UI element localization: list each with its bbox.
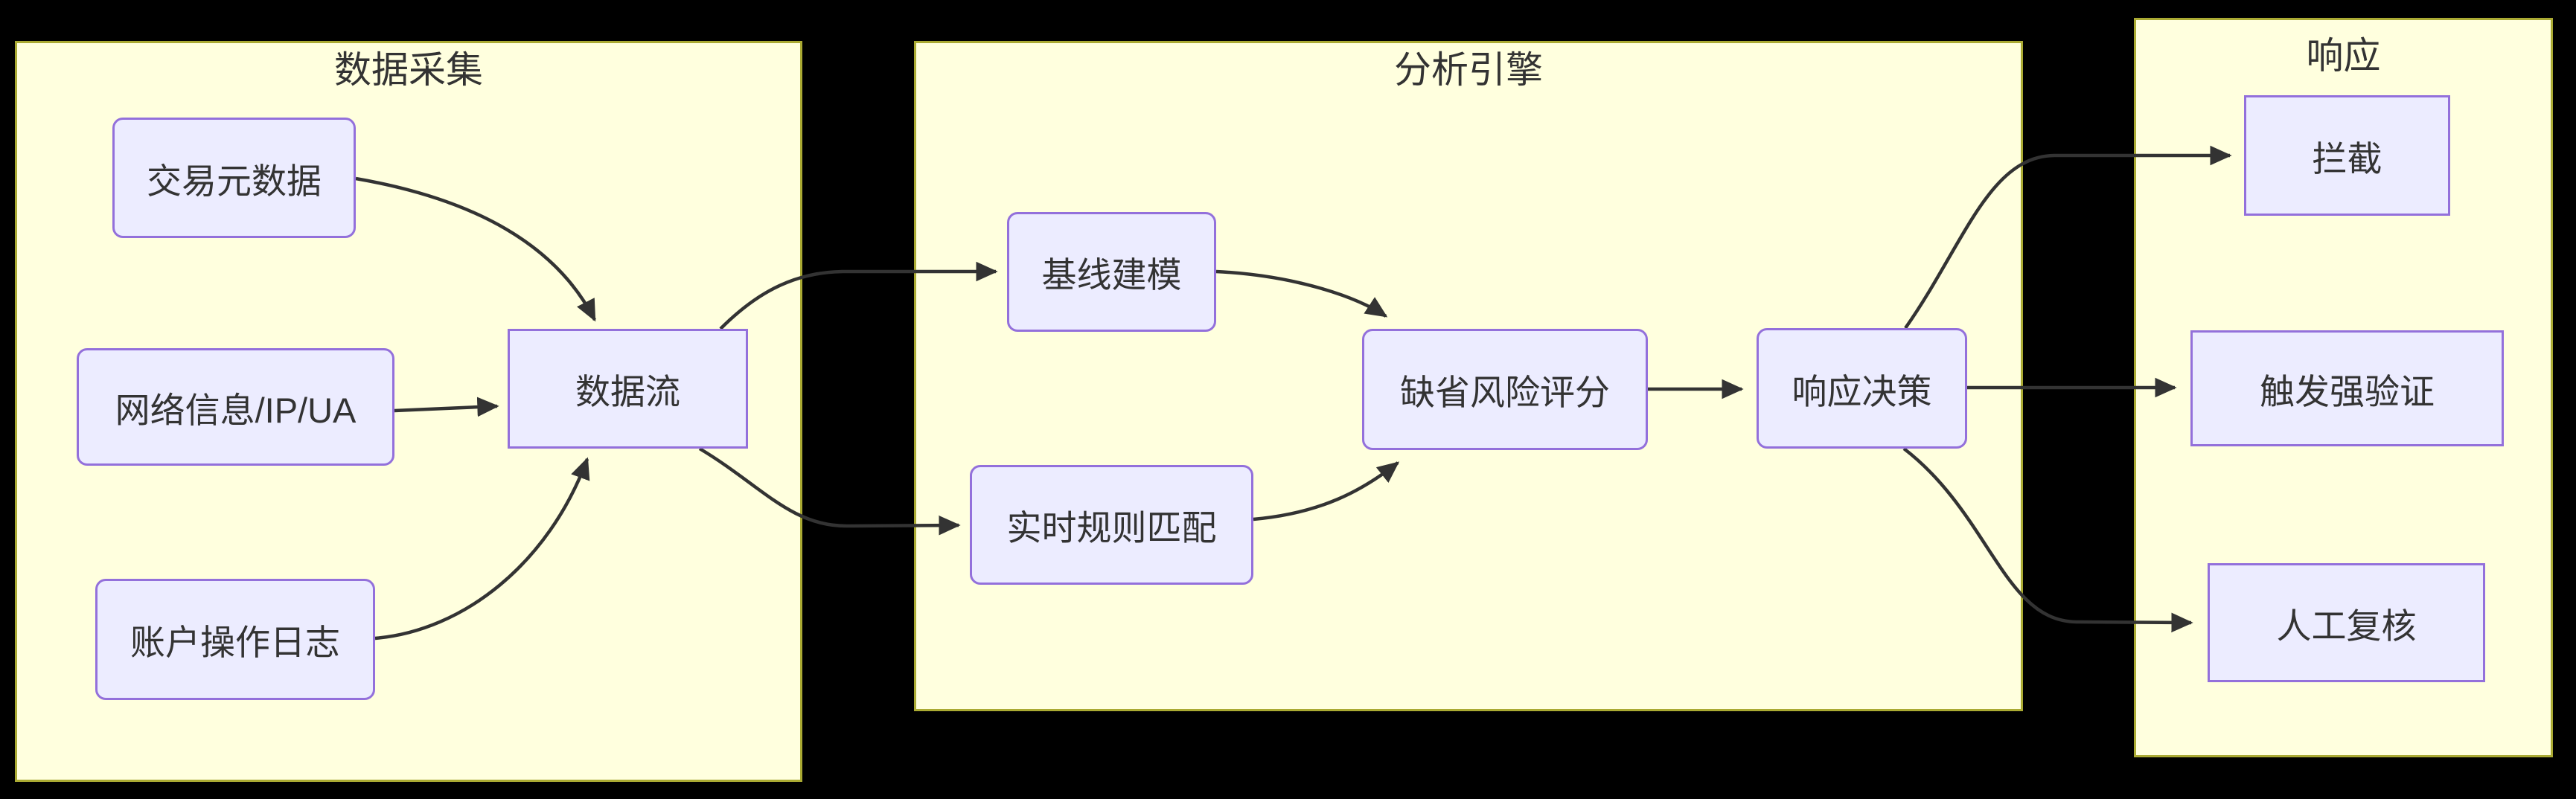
cluster-analysis-engine-title: 分析引擎: [1394, 49, 1543, 91]
node-step-up-verification-label: 触发强验证: [2260, 371, 2435, 411]
node-response-decision-label: 响应决策: [1792, 371, 1932, 411]
cluster-response-title: 响应: [2306, 35, 2381, 77]
node-transaction-metadata-label: 交易元数据: [147, 161, 322, 201]
node-baseline-modeling: 基线建模: [1007, 212, 1216, 332]
node-intercept: 拦截: [2244, 95, 2450, 216]
node-network-info: 网络信息/IP/UA: [77, 348, 394, 466]
node-network-info-label: 网络信息/IP/UA: [115, 390, 357, 430]
node-manual-review-label: 人工复核: [2276, 606, 2417, 646]
node-risk-scoring-label: 缺省风险评分: [1400, 373, 1610, 412]
node-account-log-label: 账户操作日志: [130, 623, 340, 662]
node-step-up-verification: 触发强验证: [2190, 330, 2504, 446]
node-risk-scoring: 缺省风险评分: [1362, 329, 1648, 450]
node-baseline-modeling-label: 基线建模: [1041, 255, 1182, 295]
node-transaction-metadata: 交易元数据: [112, 118, 356, 238]
node-realtime-rule-matching: 实时规则匹配: [970, 465, 1253, 585]
node-data-stream: 数据流: [508, 329, 748, 449]
node-response-decision: 响应决策: [1757, 328, 1967, 449]
node-realtime-rule-matching-label: 实时规则匹配: [1006, 508, 1217, 548]
cluster-data-collection-title: 数据采集: [334, 49, 483, 91]
node-account-log: 账户操作日志: [95, 579, 375, 700]
node-data-stream-label: 数据流: [575, 372, 680, 411]
node-manual-review: 人工复核: [2208, 563, 2485, 682]
node-intercept-label: 拦截: [2312, 138, 2382, 179]
